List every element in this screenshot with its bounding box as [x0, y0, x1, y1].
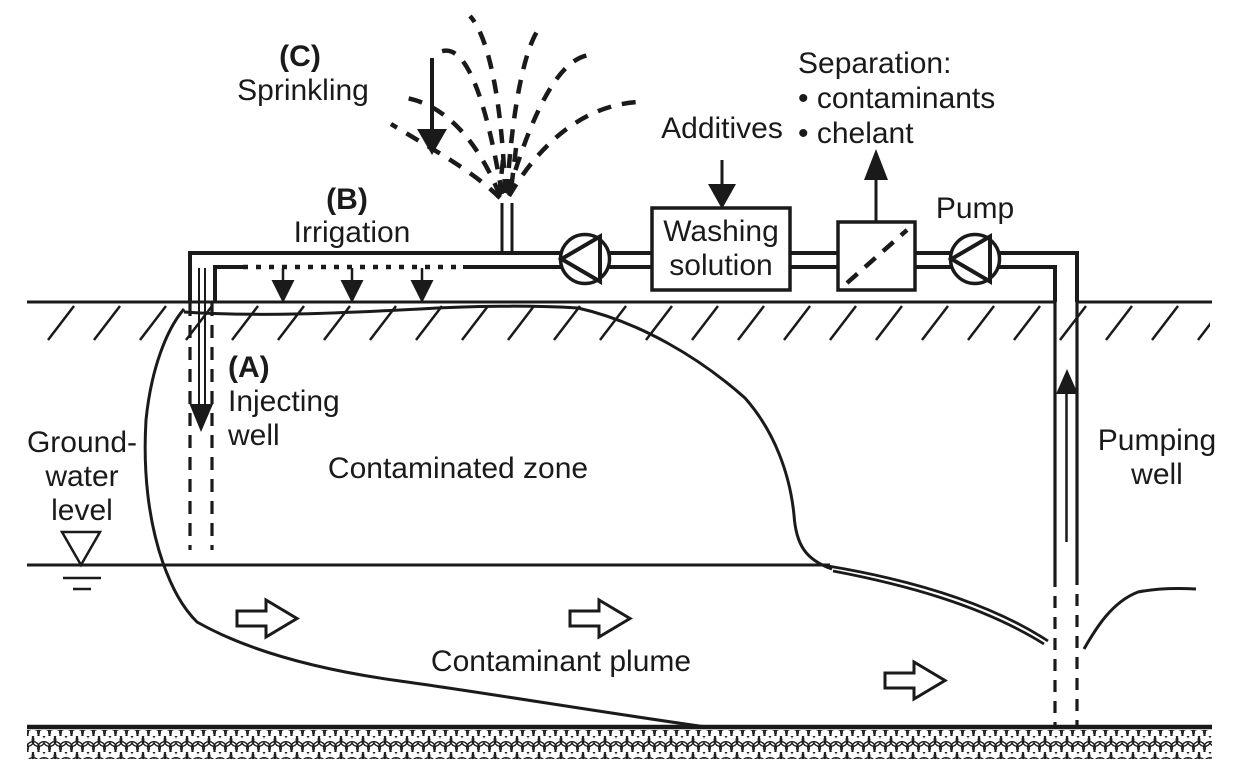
- flow-arrow-icon: [568, 597, 633, 640]
- injection-well: [188, 268, 214, 550]
- sprinkler-arrow-icon: [417, 58, 447, 155]
- method-c-tag: (C): [279, 40, 321, 73]
- irrigation-arrows: [271, 268, 434, 303]
- pumping-well: [1053, 302, 1079, 727]
- irrigation-arrow-icon: [271, 268, 295, 303]
- method-a-line2: well: [228, 419, 280, 452]
- bedrock-pattern: [27, 730, 1212, 759]
- groundwater-level-label: Ground- water level: [27, 426, 137, 528]
- additives-label: Additives: [661, 112, 783, 145]
- method-a-block: (A) Injecting well: [228, 351, 340, 453]
- pumping-well-arrow-icon: [1056, 369, 1078, 394]
- injection-well-casing: [188, 303, 214, 550]
- additives-arrow-icon: [708, 160, 736, 209]
- flow-arrow-icon: [883, 659, 948, 702]
- pumping-well-line1: Pumping: [1097, 424, 1217, 457]
- pump-icon: [557, 232, 612, 286]
- ground-hatch: [30, 304, 1210, 342]
- method-a-tag: (A): [228, 351, 270, 384]
- method-b-tag: (B): [326, 183, 368, 216]
- pump-icon: [947, 232, 1002, 286]
- groundwater-symbol-icon: [59, 530, 103, 591]
- pumping-well-casing: [1053, 573, 1079, 727]
- injection-arrow-icon: [189, 404, 213, 432]
- washing-unit-label: Washing solution: [663, 215, 779, 283]
- sprinkler-riser: [500, 203, 514, 253]
- pumping-well-line2: well: [1131, 458, 1183, 491]
- contaminated-zone-boundary: [143, 304, 833, 729]
- washing-line2: solution: [669, 249, 773, 282]
- separation-arrow-icon: [864, 149, 888, 222]
- contaminant-plume-label: Contaminant plume: [430, 645, 692, 678]
- irrigation-arrow-icon: [340, 268, 364, 303]
- plume-boundary: [143, 308, 707, 729]
- gw-line3: level: [51, 494, 113, 527]
- flow-arrow-icon: [235, 597, 300, 640]
- pipe-network: [188, 203, 1079, 302]
- flow-arrows: [235, 597, 948, 702]
- pumping-well-label: Pumping well: [1098, 424, 1216, 492]
- washing-line1: Washing: [663, 215, 779, 248]
- separation-block: Separation: • contaminants • chelant: [798, 46, 995, 151]
- method-b-label: Irrigation: [293, 216, 411, 249]
- gw-line2: water: [45, 460, 119, 493]
- bedrock-layer: [27, 724, 1212, 759]
- contaminated-zone-label: Contaminated zone: [327, 452, 589, 485]
- separation-title: Separation:: [798, 47, 952, 80]
- method-a-line1: Injecting: [228, 385, 340, 418]
- separator-box: [836, 220, 917, 292]
- irrigation-arrow-icon: [410, 268, 434, 303]
- method-c-label: Sprinkling: [237, 74, 369, 107]
- washing-unit-box: [650, 206, 792, 292]
- separation-bullet2: • chelant: [798, 117, 914, 150]
- sprinkler-spray: [389, 14, 639, 200]
- drawdown-curve-right: [1082, 586, 1197, 650]
- separation-bullet1: • contaminants: [798, 82, 996, 115]
- pump-label: Pump: [935, 192, 1015, 225]
- ground-surface: [27, 300, 1212, 342]
- water-table: [27, 563, 1197, 650]
- gw-line1: Ground-: [26, 426, 138, 459]
